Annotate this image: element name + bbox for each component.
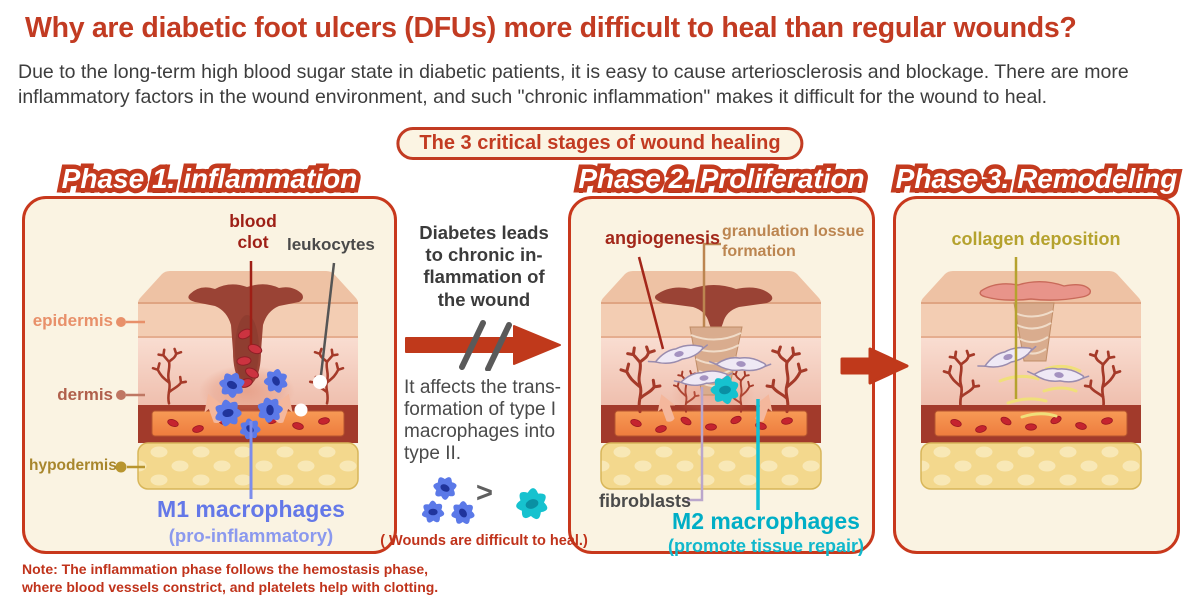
phase2-title: Phase 2. Proliferation Phase 2. Prolifer…	[574, 159, 869, 199]
leukocyte-cells	[294, 375, 327, 417]
stages-badge: The 3 critical stages of wound healing	[396, 127, 804, 160]
blocked-arrow-icon	[405, 319, 561, 371]
leader-lines	[637, 242, 760, 510]
blood-clot-label: blood clot	[229, 211, 277, 252]
leader-lines	[126, 261, 336, 499]
phase3-panel: collagen deposition	[893, 196, 1180, 554]
intro-text: Due to the long-term high blood sugar st…	[18, 61, 1129, 108]
hypodermis-label: hypodermis	[29, 457, 117, 474]
fibroblasts-label: fibroblasts	[599, 491, 692, 511]
angiogenesis-label: angiogenesis	[605, 228, 721, 248]
phase2-panel: angiogenesis granulation lossue formatio…	[568, 196, 875, 556]
m2-macrophages-sublabel: (promote tissue repair)	[667, 536, 865, 556]
remodeling-plug	[1013, 302, 1055, 362]
healed-scar	[979, 281, 1092, 301]
phase1-skin-diagram	[115, 261, 359, 499]
phase3-title: Phase 3. Remodeling Phase 3. Remodeling	[891, 159, 1182, 199]
page-title: Why are diabetic foot ulcers (DFUs) more…	[25, 12, 1077, 44]
next-phase-arrow-icon	[840, 347, 909, 385]
diabetes-lead-text: Diabetes leads to chronic in- flammation…	[419, 222, 549, 310]
stages-badge-label: The 3 critical stages of wound healing	[419, 132, 781, 154]
granulation-label: granulation lossue formation	[722, 223, 865, 260]
leukocytes-label: leukocytes	[287, 235, 375, 254]
footnote: Note: The inflammation phase follows the…	[22, 561, 439, 596]
middle-explainer: Diabetes leads to chronic in- flammation…	[380, 222, 588, 549]
m2-macrophages-label: M2 macrophages	[672, 508, 860, 534]
macrophage-comparison: >	[400, 471, 568, 529]
m1-macrophages-label: M1 macrophages	[157, 496, 345, 522]
dermis-label: dermis	[57, 385, 113, 404]
phase2-skin-diagram	[600, 242, 822, 510]
wounds-difficult-caption: ( Wounds are difficult to heal.)	[380, 532, 588, 549]
phase1-title: Phase 1. inflammation Phase 1. inflammat…	[57, 159, 362, 199]
m1-macrophages-sublabel: (pro-inflammatory)	[168, 525, 334, 546]
phase3-skin-diagram	[920, 257, 1142, 490]
epidermis-label: epidermis	[32, 311, 113, 330]
collagen-deposition-label: collagen deposition	[951, 229, 1121, 249]
macrophage-transform-text: It affects the trans- formation of type …	[404, 376, 562, 465]
wound-blood-clot	[188, 284, 303, 388]
greater-than-icon: >	[476, 476, 493, 509]
wound-crust	[654, 285, 773, 335]
phase1-panel: blood clot leukocytes epidermis dermis h…	[22, 196, 397, 554]
